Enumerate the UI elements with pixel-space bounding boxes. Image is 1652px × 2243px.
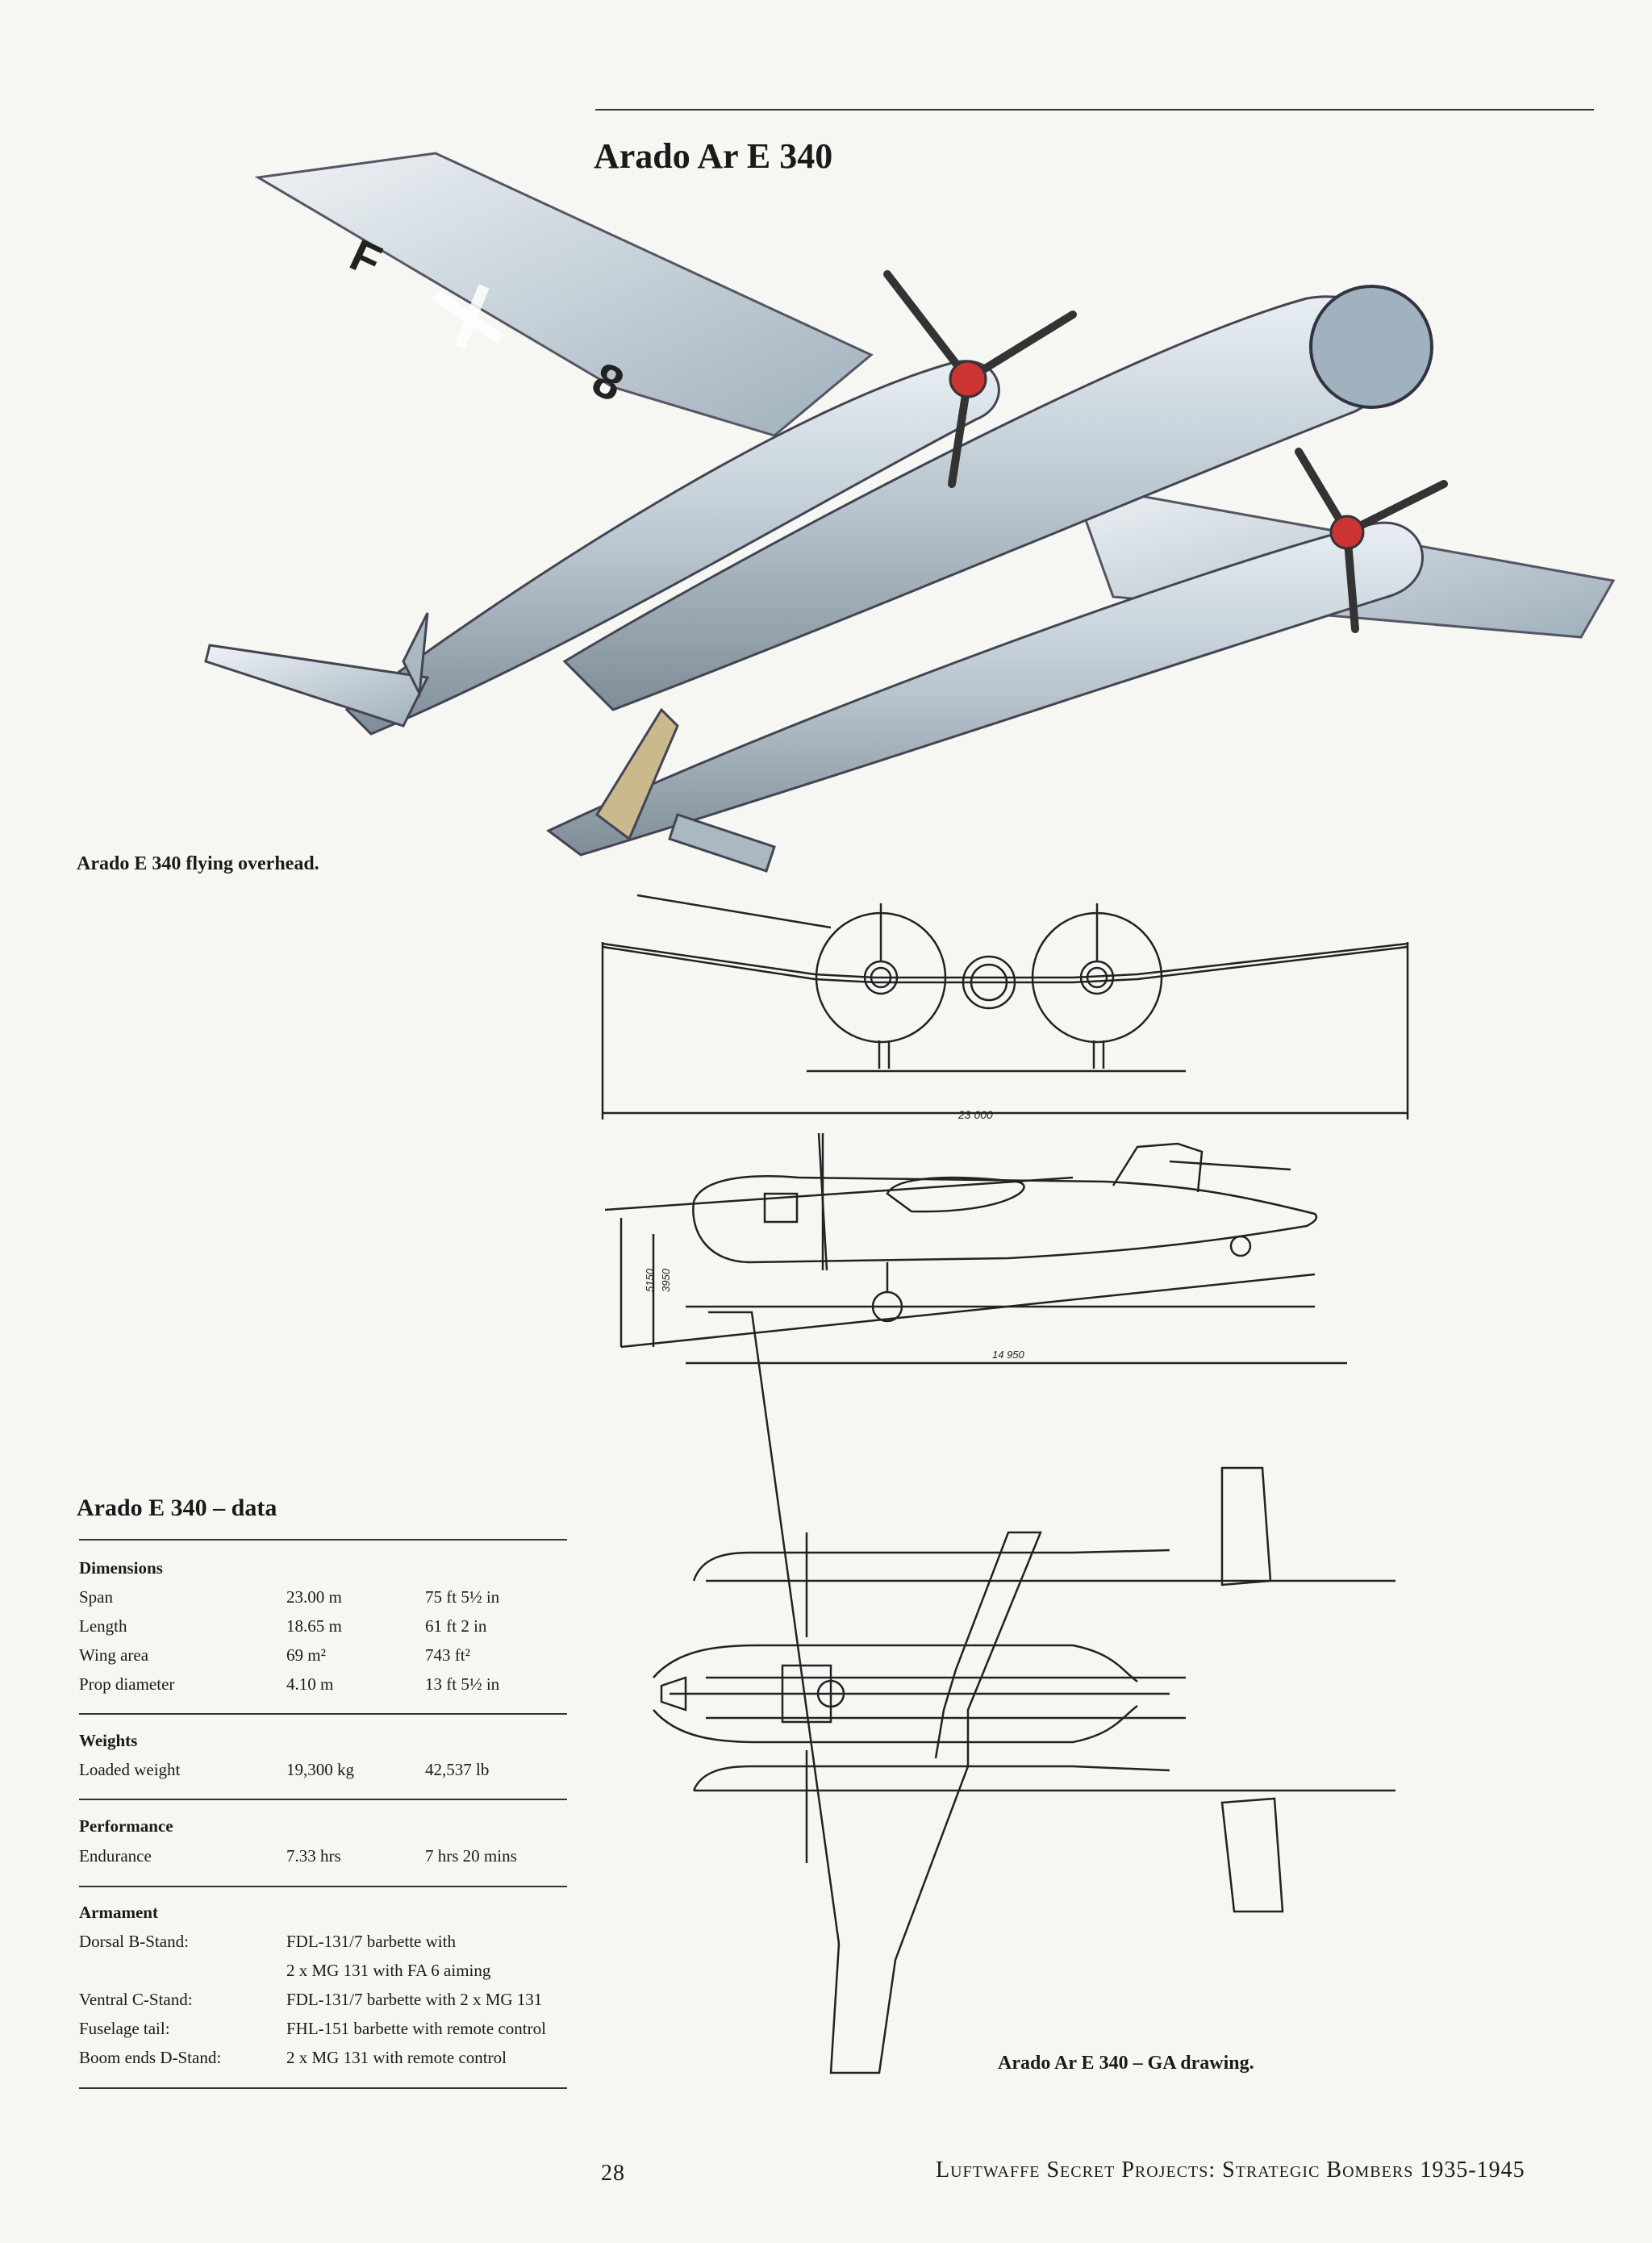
span-metric: 23.00 m bbox=[286, 1587, 342, 1607]
prop-diameter-imperial: 13 ft 5½ in bbox=[425, 1674, 500, 1694]
dim-height-1: 5150 bbox=[644, 1268, 656, 1292]
dim-length: 14 950 bbox=[992, 1349, 1025, 1361]
ga-caption: Arado Ar E 340 – GA drawing. bbox=[998, 2053, 1254, 2074]
left-fin bbox=[402, 612, 429, 698]
right-boom bbox=[546, 521, 1425, 857]
nose-glazing bbox=[1309, 285, 1433, 409]
armament-value-dorsal: FDL-131/7 barbette with bbox=[286, 1932, 456, 1951]
right-fin bbox=[595, 707, 679, 841]
top-rule bbox=[595, 109, 1594, 110]
aircraft-illustration: F 8 bbox=[204, 152, 1616, 873]
dim-span: 23 000 bbox=[957, 1108, 993, 1121]
wing-area-metric: 69 m² bbox=[286, 1645, 326, 1665]
weights-heading: Weights bbox=[79, 1731, 138, 1750]
illustration-caption: Arado E 340 flying overhead. bbox=[77, 853, 319, 874]
armament-label-tail: Fuselage tail: bbox=[79, 2019, 170, 2038]
page-number: 28 bbox=[601, 2161, 625, 2186]
data-rule-3 bbox=[79, 1886, 567, 1887]
endurance-label: Endurance bbox=[79, 1846, 152, 1866]
data-rule-2 bbox=[79, 1799, 567, 1800]
performance-heading: Performance bbox=[79, 1816, 173, 1836]
running-title: Luftwaffe Secret Projects: Strategic Bom… bbox=[936, 2158, 1525, 2183]
marking-code-letter: F bbox=[343, 229, 390, 287]
armament-value-boom: 2 x MG 131 with remote control bbox=[286, 2048, 507, 2067]
endurance-metric: 7.33 hrs bbox=[286, 1846, 341, 1866]
page-title: Arado Ar E 340 bbox=[594, 136, 833, 176]
wing-area-imperial: 743 ft² bbox=[425, 1645, 470, 1665]
right-tailplane bbox=[668, 813, 776, 873]
left-tailplane bbox=[204, 644, 430, 728]
endurance-imperial: 7 hrs 20 mins bbox=[425, 1846, 517, 1866]
armament-heading: Armament bbox=[79, 1903, 158, 1922]
left-boom bbox=[344, 360, 1000, 736]
prop-diameter-label: Prop diameter bbox=[79, 1674, 175, 1694]
dimensions-heading: Dimensions bbox=[79, 1558, 163, 1578]
data-rule-top bbox=[79, 1539, 567, 1540]
data-rule-bottom bbox=[79, 2087, 567, 2089]
ga-drawing: 23 000 5150 3950 14 950 bbox=[601, 894, 1409, 2074]
loaded-weight-metric: 19,300 kg bbox=[286, 1760, 354, 1779]
data-table-title: Arado E 340 – data bbox=[77, 1495, 277, 1521]
armament-label-boom: Boom ends D-Stand: bbox=[79, 2048, 222, 2067]
side-view bbox=[604, 894, 1347, 1365]
armament-label-dorsal: Dorsal B-Stand: bbox=[79, 1932, 189, 1951]
front-view bbox=[601, 903, 1409, 1119]
armament-value-tail: FHL-151 barbette with remote control bbox=[286, 2019, 546, 2038]
span-label: Span bbox=[79, 1587, 113, 1607]
dim-height-2: 3950 bbox=[660, 1268, 672, 1292]
length-metric: 18.65 m bbox=[286, 1616, 342, 1636]
length-label: Length bbox=[79, 1616, 127, 1636]
span-imperial: 75 ft 5½ in bbox=[425, 1587, 500, 1607]
armament-value-dorsal-cont: 2 x MG 131 with FA 6 aiming bbox=[286, 1961, 491, 1980]
length-imperial: 61 ft 2 in bbox=[425, 1616, 487, 1636]
prop-diameter-metric: 4.10 m bbox=[286, 1674, 334, 1694]
wing-area-label: Wing area bbox=[79, 1645, 149, 1665]
left-wing bbox=[254, 152, 874, 437]
balkenkreuz bbox=[432, 284, 503, 349]
plan-view bbox=[653, 1311, 1395, 2074]
armament-label-ventral: Ventral C-Stand: bbox=[79, 1990, 193, 2009]
loaded-weight-imperial: 42,537 lb bbox=[425, 1760, 490, 1779]
armament-value-ventral: FDL-131/7 barbette with 2 x MG 131 bbox=[286, 1990, 543, 2009]
loaded-weight-label: Loaded weight bbox=[79, 1760, 181, 1779]
data-rule-1 bbox=[79, 1713, 567, 1715]
